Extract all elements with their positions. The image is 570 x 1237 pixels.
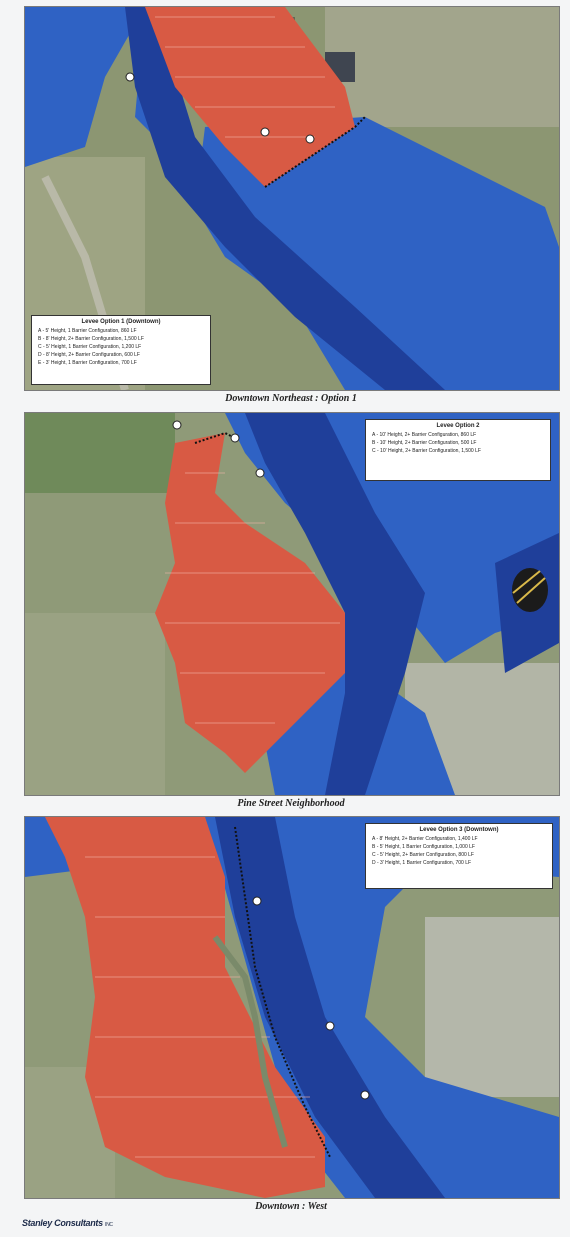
levee-line: [264, 116, 366, 188]
map-image-2: [25, 413, 559, 795]
legend-item-c: C - 10' Height, 2+ Barrier Configuration…: [372, 448, 481, 454]
logo-suffix: INC: [105, 1222, 113, 1228]
panel-caption-2: Pine Street Neighborhood: [237, 798, 345, 809]
legend-item-a: A - 8' Height, 2+ Barrier Configuration,…: [372, 836, 478, 842]
panel-caption-3: Downtown : West: [255, 1201, 327, 1212]
legend-title: Levee Option 1 (Downtown): [81, 319, 161, 325]
flood-zone: [25, 7, 145, 167]
legend-item-a: A - 5' Height, 1 Barrier Configuration, …: [38, 328, 137, 334]
map-legend-2: Levee Option 2 A - 10' Height, 2+ Barrie…: [365, 419, 551, 481]
company-logo: Stanley Consultants INC: [22, 1218, 113, 1228]
legend-item-b: B - 5' Height, 1 Barrier Configuration, …: [372, 844, 475, 850]
legend-item-c: C - 5' Height, 1 Barrier Configuration, …: [38, 344, 142, 350]
map-panel-pine-street: Levee Option 2 A - 10' Height, 2+ Barrie…: [24, 412, 560, 796]
legend-item-d: D - 3' Height, 1 Barrier Configuration, …: [372, 860, 472, 866]
map-legend-3: Levee Option 3 (Downtown) A - 8' Height,…: [365, 823, 553, 889]
protected-area: [145, 7, 355, 187]
legend-item-d: D - 8' Height, 2+ Barrier Configuration,…: [38, 352, 140, 358]
legend-item-a: A - 10' Height, 2+ Barrier Configuration…: [372, 432, 477, 438]
map-panel-downtown-west: Levee Option 3 (Downtown) A - 8' Height,…: [24, 816, 560, 1199]
legend-item-c: C - 5' Height, 2+ Barrier Configuration,…: [372, 852, 474, 858]
river: [125, 7, 445, 390]
legend-title: Levee Option 3 (Downtown): [419, 827, 499, 833]
legend-item-b: B - 8' Height, 2+ Barrier Configuration,…: [38, 336, 144, 342]
panel-caption-1: Downtown Northeast : Option 1: [225, 393, 357, 404]
legend-title: Levee Option 2: [436, 423, 480, 429]
logo-name: Stanley Consultants: [22, 1218, 103, 1228]
map-panel-downtown-northeast: Levee Option 1 (Downtown) A - 5' Height,…: [24, 6, 560, 391]
map-legend-1: Levee Option 1 (Downtown) A - 5' Height,…: [31, 315, 211, 385]
legend-item-e: E - 3' Height, 1 Barrier Configuration, …: [38, 360, 137, 366]
legend-item-b: B - 10' Height, 2+ Barrier Configuration…: [372, 440, 477, 446]
